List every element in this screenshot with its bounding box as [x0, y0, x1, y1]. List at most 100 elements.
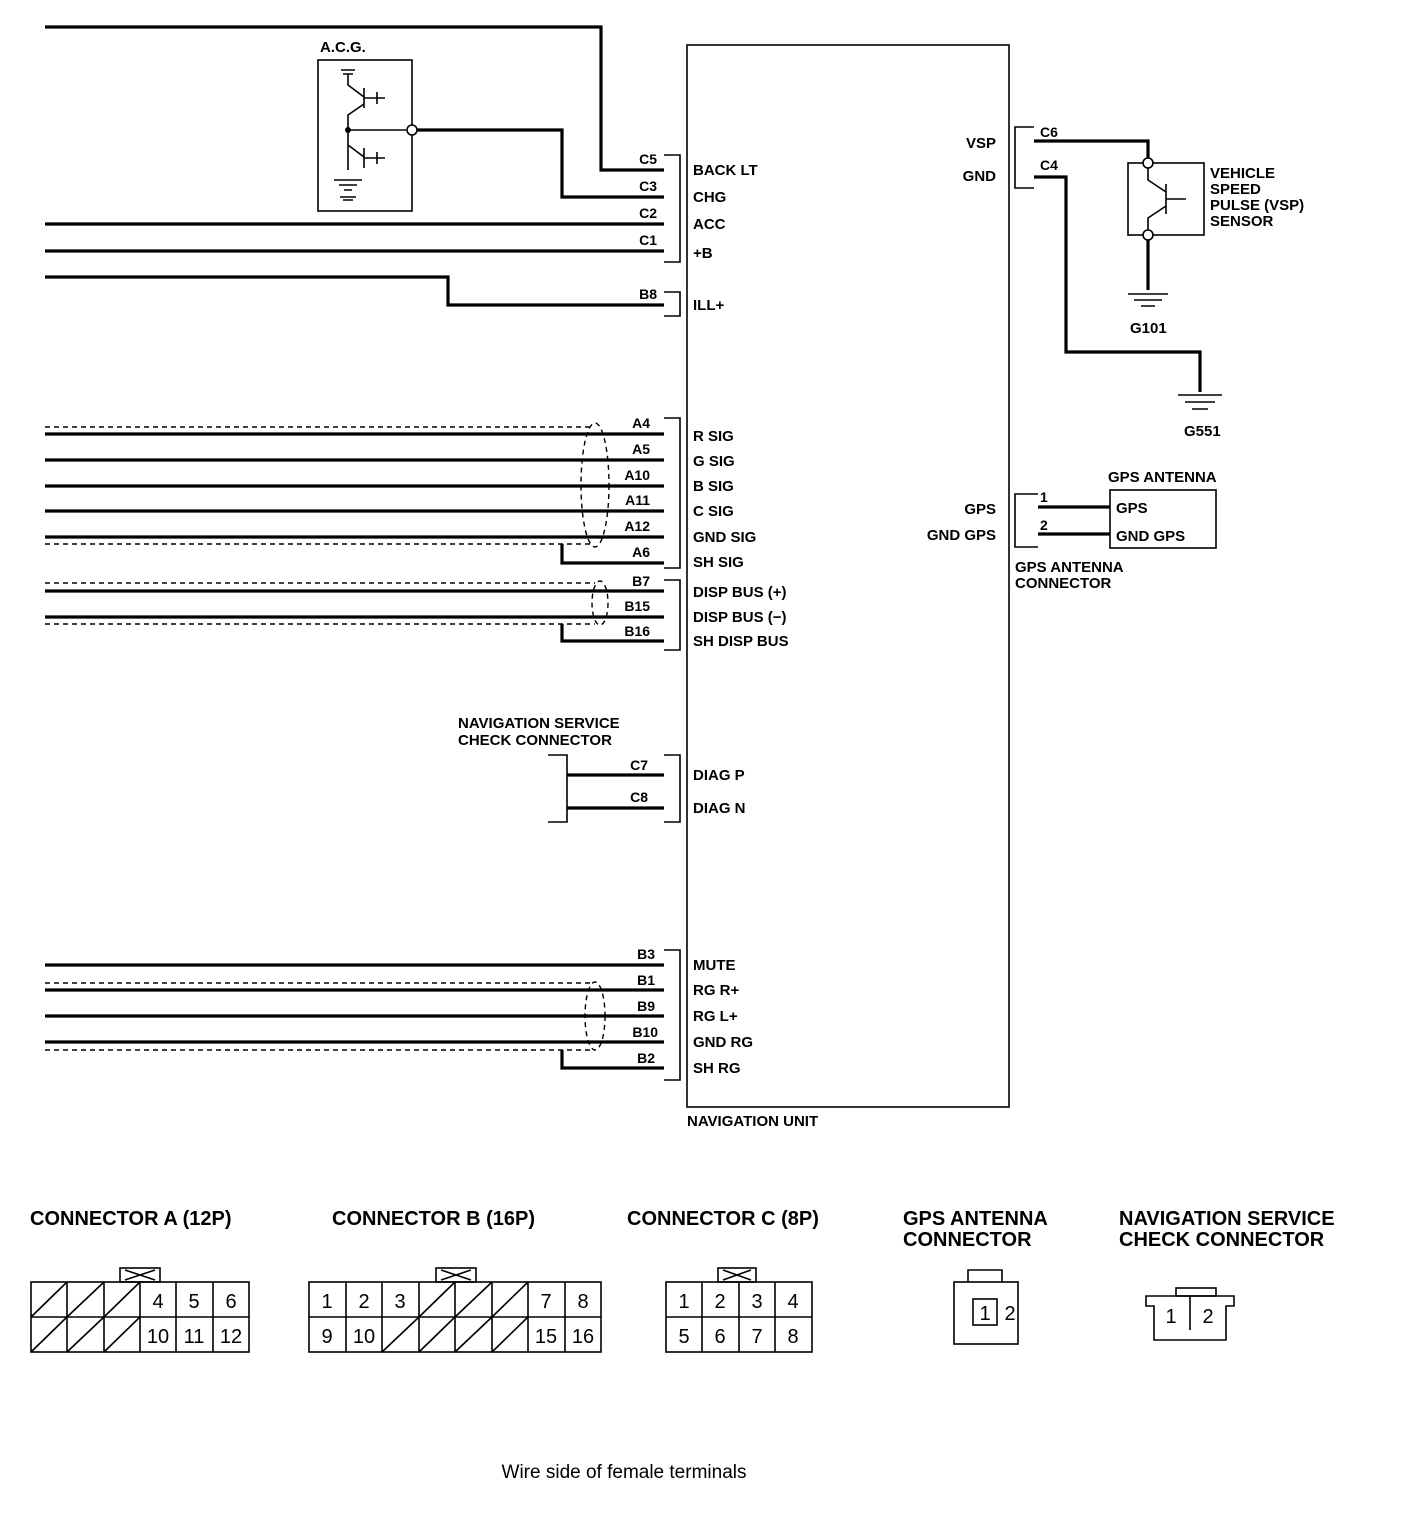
pin-label: B10	[632, 1024, 658, 1040]
terminal-name: RG L+	[693, 1008, 738, 1025]
service-check-label: CHECK CONNECTOR	[458, 732, 612, 749]
gps-connector-title: GPS ANTENNA	[903, 1208, 1048, 1230]
pin-label: A5	[632, 441, 650, 457]
pin-label: B3	[637, 946, 655, 962]
vsp-label: PULSE (VSP)	[1210, 197, 1304, 214]
pin-label: C2	[639, 205, 657, 221]
terminal-name: GPS	[964, 501, 996, 518]
pin-label: C1	[639, 232, 657, 248]
connector-c-title: CONNECTOR C (8P)	[627, 1208, 819, 1230]
pin-number: 4	[152, 1291, 163, 1313]
terminal-name: GND GPS	[927, 527, 996, 544]
terminal-name: SH RG	[693, 1060, 741, 1077]
terminal-name: DISP BUS (−)	[693, 609, 787, 626]
pin-number: 2	[358, 1291, 369, 1313]
connector-a-title: CONNECTOR A (12P)	[30, 1208, 232, 1230]
pin-number: 4	[787, 1291, 798, 1313]
pin-label: C5	[639, 151, 657, 167]
terminal-name: VSP	[966, 135, 996, 152]
pin-label: B2	[637, 1050, 655, 1066]
pin-label: A12	[624, 518, 650, 534]
right-terminals: VSP GND C6 C4 GPS GND GPS 1 2 GPS ANTENN…	[927, 124, 1202, 592]
terminal-name: C SIG	[693, 503, 734, 520]
connector-b-title: CONNECTOR B (16P)	[332, 1208, 535, 1230]
pin-label: B15	[624, 598, 650, 614]
left-pin-labels: C5 C3 C2 C1 B8 A4 A5 A10 A11 A12 A6 B7 B…	[624, 151, 658, 1066]
terminal-name: SH DISP BUS	[693, 633, 789, 650]
connector-c-view: CONNECTOR C (8P) 1 2 3 4 5 6 7 8	[627, 1208, 819, 1353]
terminal-name: CHG	[693, 189, 726, 206]
terminal-name: GND	[963, 168, 997, 185]
pin-number: 9	[321, 1326, 332, 1348]
pin-label: 1	[1040, 489, 1048, 505]
pin-number: 6	[225, 1291, 236, 1313]
pin-label: B1	[637, 972, 655, 988]
terminal-name: G SIG	[693, 453, 735, 470]
pin-label: C7	[630, 757, 648, 773]
vsp-sensor: G101 VEHICLE SPEED PULSE (VSP) SENSOR	[1127, 157, 1304, 337]
ground-g551: G551	[1184, 423, 1221, 440]
terminal-name: R SIG	[693, 428, 734, 445]
pin-label: B7	[632, 573, 650, 589]
vsp-label: SPEED	[1210, 181, 1261, 198]
pin-label: C6	[1040, 124, 1058, 140]
left-wires	[45, 25, 664, 1070]
terminal-name: GND SIG	[693, 529, 756, 546]
pin-number: 1	[321, 1291, 332, 1313]
pin-number: 7	[751, 1326, 762, 1348]
vsp-label: VEHICLE	[1210, 165, 1275, 182]
pin-label: B8	[639, 286, 657, 302]
service-check-label: NAVIGATION SERVICE	[458, 715, 620, 732]
pin-label: A6	[632, 544, 650, 560]
pin-label: A11	[625, 492, 650, 508]
terminal-name: DISP BUS (+)	[693, 584, 787, 601]
terminal-name: SH SIG	[693, 554, 744, 571]
pin-number: 10	[353, 1326, 375, 1348]
ground-g551-symbol: G551	[1178, 394, 1222, 440]
ground-g101: G101	[1130, 320, 1167, 337]
pin-number: 16	[572, 1326, 594, 1348]
nav-check-connector-title: NAVIGATION SERVICE	[1119, 1208, 1335, 1230]
acg-label: A.C.G.	[320, 39, 366, 56]
pin-label: A4	[632, 415, 650, 431]
pin-number: 3	[394, 1291, 405, 1313]
gps-antenna-pin: GPS	[1116, 500, 1148, 517]
pin-number: 12	[220, 1326, 242, 1348]
pin-number: 2	[714, 1291, 725, 1313]
pin-number: 1	[979, 1303, 990, 1325]
pin-number: 6	[714, 1326, 725, 1348]
gps-antenna: GPS ANTENNA GPS GND GPS	[1108, 469, 1217, 549]
vsp-label: SENSOR	[1210, 213, 1274, 230]
left-terminal-names: BACK LT CHG ACC +B ILL+ R SIG G SIG B SI…	[693, 162, 789, 1077]
pin-number: 15	[535, 1326, 557, 1348]
connector-a-view: CONNECTOR A (12P) 4 5 6 10 11 12	[30, 1208, 250, 1353]
pin-number: 8	[787, 1326, 798, 1348]
pin-label: B9	[637, 998, 655, 1014]
pin-number: 2	[1004, 1303, 1015, 1325]
gps-connector-title: CONNECTOR	[903, 1229, 1032, 1251]
acg-alternator: A.C.G.	[317, 39, 418, 212]
pin-label: B16	[624, 623, 650, 639]
terminal-name: +B	[693, 245, 713, 262]
gps-antenna-connector-label: CONNECTOR	[1015, 575, 1112, 592]
connector-b-view: CONNECTOR B (16P) 1 2 3 7 8 9 10 15 16	[308, 1208, 602, 1353]
pin-label: C3	[639, 178, 657, 194]
pin-number: 2	[1202, 1306, 1213, 1328]
terminal-name: GND RG	[693, 1034, 753, 1051]
shield-lines	[45, 422, 610, 1051]
pin-number: 5	[188, 1291, 199, 1313]
navigation-unit-label: NAVIGATION UNIT	[687, 1113, 818, 1130]
terminal-name: RG R+	[693, 982, 740, 999]
navigation-unit-box	[686, 44, 1010, 1108]
terminal-name: DIAG N	[693, 800, 746, 817]
terminal-name: DIAG P	[693, 767, 745, 784]
pin-label: A10	[624, 467, 650, 483]
caption: Wire side of female terminals	[502, 1462, 747, 1483]
nav-check-connector-title: CHECK CONNECTOR	[1119, 1229, 1325, 1251]
pin-label: C4	[1040, 157, 1058, 173]
terminal-name: ACC	[693, 216, 726, 233]
pin-number: 10	[147, 1326, 169, 1348]
gps-connector-view: GPS ANTENNA CONNECTOR 1 2	[903, 1208, 1048, 1345]
nav-check-connector-view: NAVIGATION SERVICE CHECK CONNECTOR 1 2	[1119, 1208, 1335, 1341]
